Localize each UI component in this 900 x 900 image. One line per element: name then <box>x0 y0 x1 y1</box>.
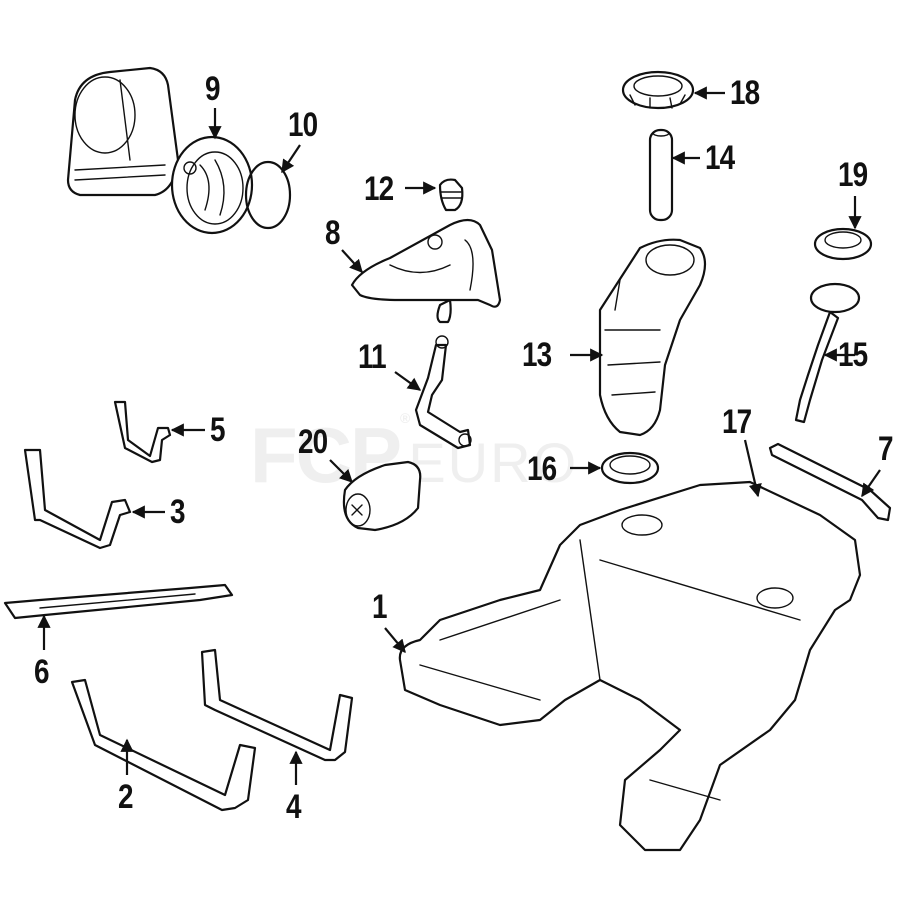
part-1-drawing[interactable] <box>398 480 862 852</box>
part-filler-housing-drawing[interactable] <box>66 66 180 197</box>
callout-14[interactable]: 14 <box>705 139 735 177</box>
part-8-drawing[interactable] <box>350 218 502 324</box>
leader-arrows <box>37 86 881 785</box>
part-5-drawing[interactable] <box>113 400 172 464</box>
part-12-drawing[interactable] <box>438 178 464 212</box>
part-19-drawing[interactable] <box>813 227 873 261</box>
part-18-drawing[interactable] <box>621 70 695 110</box>
callout-5[interactable]: 5 <box>210 411 226 449</box>
callout-15[interactable]: 15 <box>838 336 868 374</box>
part-13-drawing[interactable] <box>598 238 707 437</box>
callout-17[interactable]: 17 <box>722 403 752 441</box>
arrow-10 <box>281 144 301 174</box>
callout-4[interactable]: 4 <box>286 788 302 826</box>
callout-11[interactable]: 11 <box>358 338 387 376</box>
callout-2[interactable]: 2 <box>118 778 134 816</box>
callout-12[interactable]: 12 <box>364 170 394 208</box>
part-15-drawing[interactable] <box>794 282 861 424</box>
callout-9[interactable]: 9 <box>205 70 221 108</box>
part-7-drawing[interactable] <box>768 442 892 522</box>
callout-10[interactable]: 10 <box>288 106 318 144</box>
arrow-8 <box>341 249 363 273</box>
callout-6[interactable]: 6 <box>34 653 50 691</box>
arrow-20 <box>329 459 353 483</box>
callout-20[interactable]: 20 <box>298 423 328 461</box>
part-9-drawing[interactable] <box>170 135 254 235</box>
callout-3[interactable]: 3 <box>170 493 186 531</box>
arrow-17 <box>743 439 762 498</box>
part-11-drawing[interactable] <box>414 335 472 450</box>
callout-7[interactable]: 7 <box>878 430 894 468</box>
arrow-11 <box>394 371 422 391</box>
callout-18[interactable]: 18 <box>730 74 760 112</box>
arrow-7 <box>861 469 881 498</box>
callout-1[interactable]: 1 <box>372 588 388 626</box>
arrow-1 <box>384 627 406 654</box>
callout-13[interactable]: 13 <box>522 336 552 374</box>
part-4-drawing[interactable] <box>200 648 354 762</box>
part-20-drawing[interactable] <box>342 460 422 532</box>
callout-8[interactable]: 8 <box>325 214 341 252</box>
callout-19[interactable]: 19 <box>838 156 868 194</box>
part-14-drawing[interactable] <box>648 128 674 222</box>
part-3-drawing[interactable] <box>23 448 132 550</box>
part-2-drawing[interactable] <box>70 678 257 812</box>
part-10-drawing[interactable] <box>244 160 292 230</box>
part-6-drawing[interactable] <box>3 583 234 620</box>
part-16-drawing[interactable] <box>600 451 660 485</box>
callout-16[interactable]: 16 <box>527 450 557 488</box>
